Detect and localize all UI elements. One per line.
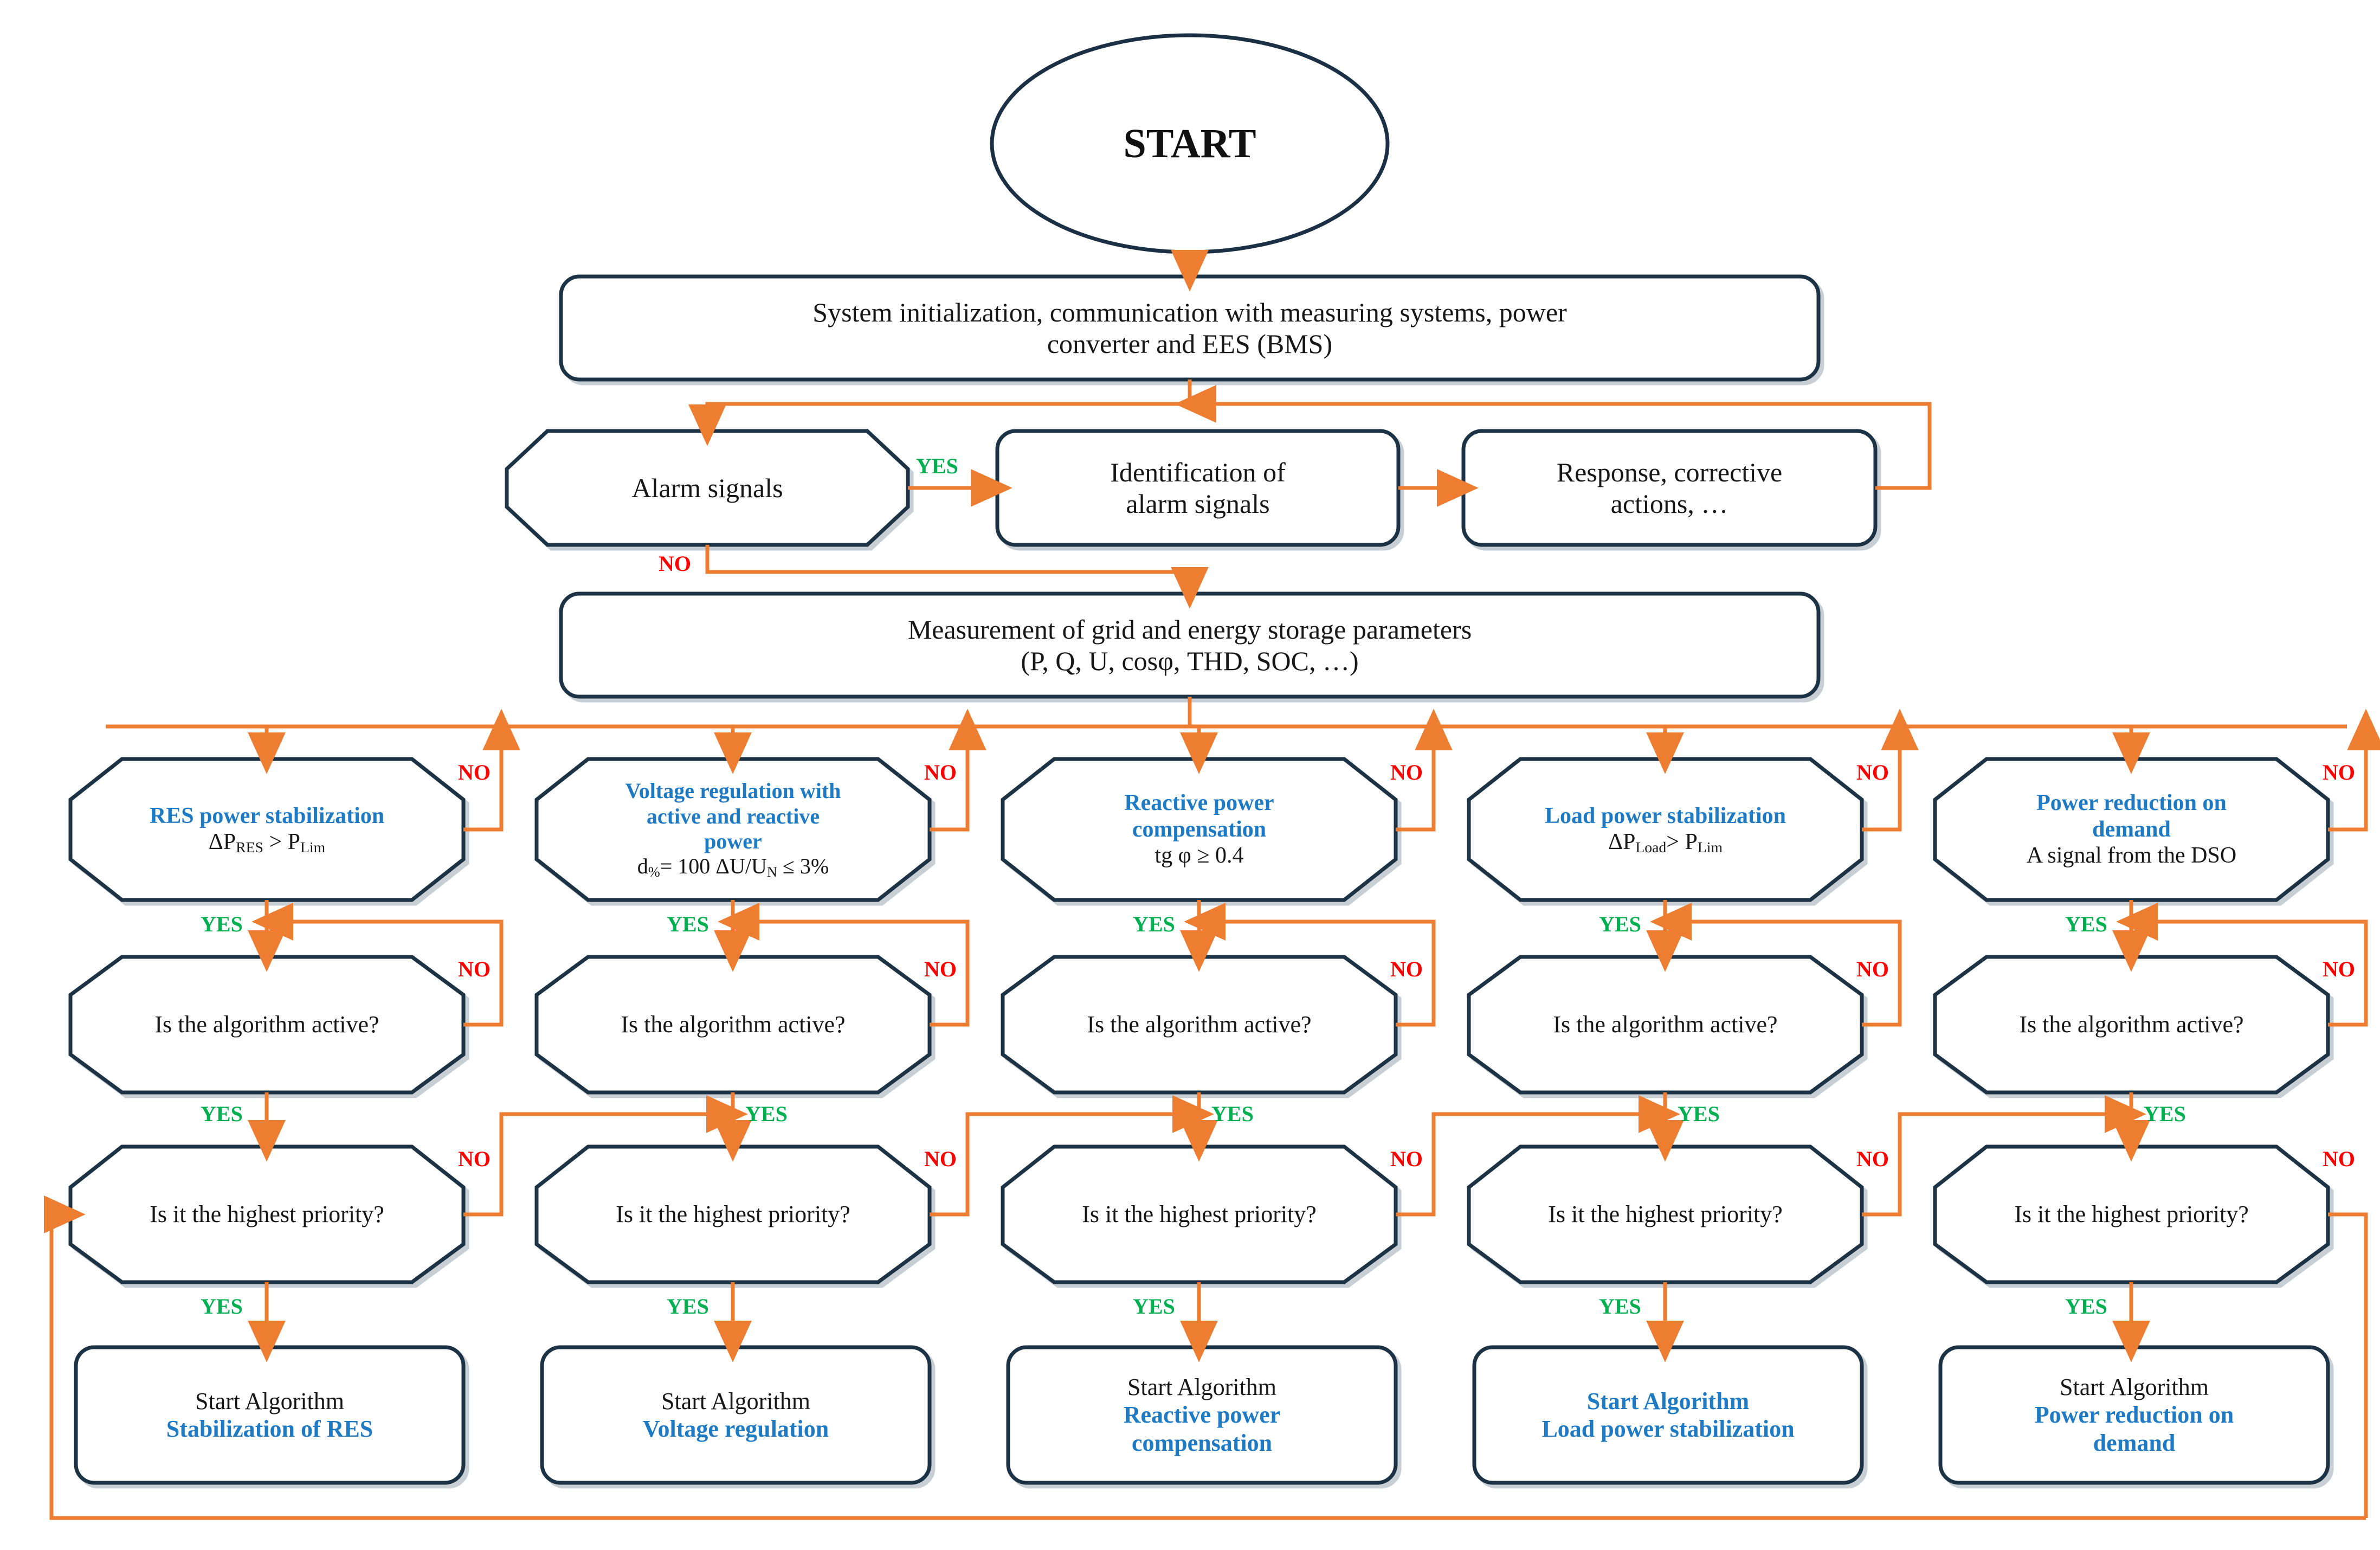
edge-label-condition-no-res: NO	[458, 760, 491, 784]
node-action-voltage	[540, 1345, 932, 1485]
node-active-voltage	[534, 955, 932, 1095]
edge-active-no-reduction	[2116, 903, 2368, 1027]
node-condition-reactive	[1001, 757, 1398, 902]
edge-label-priority-no-load: NO	[1856, 1147, 1889, 1171]
node-action-res	[74, 1345, 466, 1485]
edge-label-condition-no-reactive: NO	[1390, 760, 1423, 784]
node-active-res	[68, 955, 466, 1095]
node-priority-reduction	[1933, 1144, 2330, 1284]
edge-condition-no-reactive	[1396, 709, 1453, 832]
edge-active-no-reactive	[1184, 903, 1436, 1027]
edge-label-condition-yes-reduction: YES	[2065, 912, 2107, 936]
edge-label-active-yes-res: YES	[201, 1102, 243, 1126]
edge-label-condition-yes-res: YES	[201, 912, 243, 936]
edge-label-active-no-reduction: NO	[2323, 957, 2355, 981]
edge-label-active-no-voltage: NO	[924, 957, 957, 981]
node-action-reduction	[1938, 1345, 2330, 1485]
edge-label-priority-yes-reactive: YES	[1133, 1294, 1175, 1319]
node-init	[559, 274, 1821, 382]
node-identification	[995, 429, 1401, 547]
node-active-reactive	[1001, 955, 1398, 1095]
edge-condition-no-res	[463, 709, 520, 832]
node-active-load	[1467, 955, 1864, 1095]
edge-label-condition-no-reduction: NO	[2323, 760, 2355, 784]
edge-label-active-yes-voltage: YES	[745, 1102, 788, 1126]
node-condition-res	[68, 757, 466, 902]
node-condition-voltage	[534, 757, 932, 902]
node-priority-reactive	[1001, 1144, 1398, 1284]
edge-label-priority-yes-voltage: YES	[667, 1294, 709, 1319]
edge-label-condition-yes-reactive: YES	[1133, 912, 1175, 936]
edge-label-priority-yes-res: YES	[201, 1294, 243, 1319]
edge-label-active-no-reactive: NO	[1390, 957, 1423, 981]
edge-label-priority-no-reactive: NO	[1390, 1147, 1423, 1171]
node-priority-load	[1467, 1144, 1864, 1284]
edge-label-alarm-no: NO	[659, 551, 691, 576]
edge-label-priority-no-voltage: NO	[924, 1147, 957, 1171]
edge-label-active-no-load: NO	[1856, 957, 1889, 981]
edge-priority-no-reactive	[1396, 1095, 1680, 1217]
node-response	[1461, 429, 1878, 547]
edge-label-active-yes-reduction: YES	[2144, 1102, 2186, 1126]
edge-label-condition-yes-voltage: YES	[667, 912, 709, 936]
edge-init-to-alarm	[688, 380, 1192, 446]
edge-label-priority-no-res: NO	[458, 1147, 491, 1171]
edge-label-alarm-yes: YES	[916, 454, 958, 478]
node-priority-voltage	[534, 1144, 932, 1284]
edge-priority-no-voltage	[930, 1095, 1214, 1217]
edge-active-no-res	[251, 903, 504, 1027]
node-priority-res	[68, 1144, 466, 1284]
node-action-load	[1472, 1345, 1864, 1485]
edge-label-condition-yes-load: YES	[1599, 912, 1641, 936]
edge-label-priority-no-reduction: NO	[2323, 1147, 2355, 1171]
edge-label-priority-yes-reduction: YES	[2065, 1294, 2107, 1319]
edge-label-condition-no-voltage: NO	[924, 760, 957, 784]
edge-response-loopback	[1175, 385, 1932, 490]
node-condition-load	[1467, 757, 1864, 902]
edge-active-no-voltage	[718, 903, 970, 1027]
edge-label-active-no-res: NO	[458, 957, 491, 981]
node-start	[990, 33, 1390, 254]
edge-alarm-no-measurement	[705, 545, 1209, 609]
edge-bottom-return-bus	[43, 1195, 2366, 1520]
edge-priority-no-load	[1862, 1095, 2146, 1217]
node-alarm-signals	[505, 429, 910, 547]
edge-label-active-yes-load: YES	[1678, 1102, 1720, 1126]
edge-label-condition-no-load: NO	[1856, 760, 1889, 784]
edge-priority-no-reduction	[2328, 1212, 2368, 1518]
edge-active-no-load	[1650, 903, 1902, 1027]
edge-condition-no-load	[1862, 709, 1919, 832]
edge-priority-no-res	[463, 1095, 748, 1217]
node-condition-reduction	[1933, 757, 2330, 902]
edge-label-active-yes-reactive: YES	[1211, 1102, 1254, 1126]
node-active-reduction	[1933, 955, 2330, 1095]
node-measurement	[559, 591, 1821, 699]
edge-condition-no-reduction	[2328, 709, 2380, 832]
edge-condition-no-voltage	[930, 709, 986, 832]
node-action-reactive	[1006, 1345, 1398, 1485]
edge-label-priority-yes-load: YES	[1599, 1294, 1641, 1319]
